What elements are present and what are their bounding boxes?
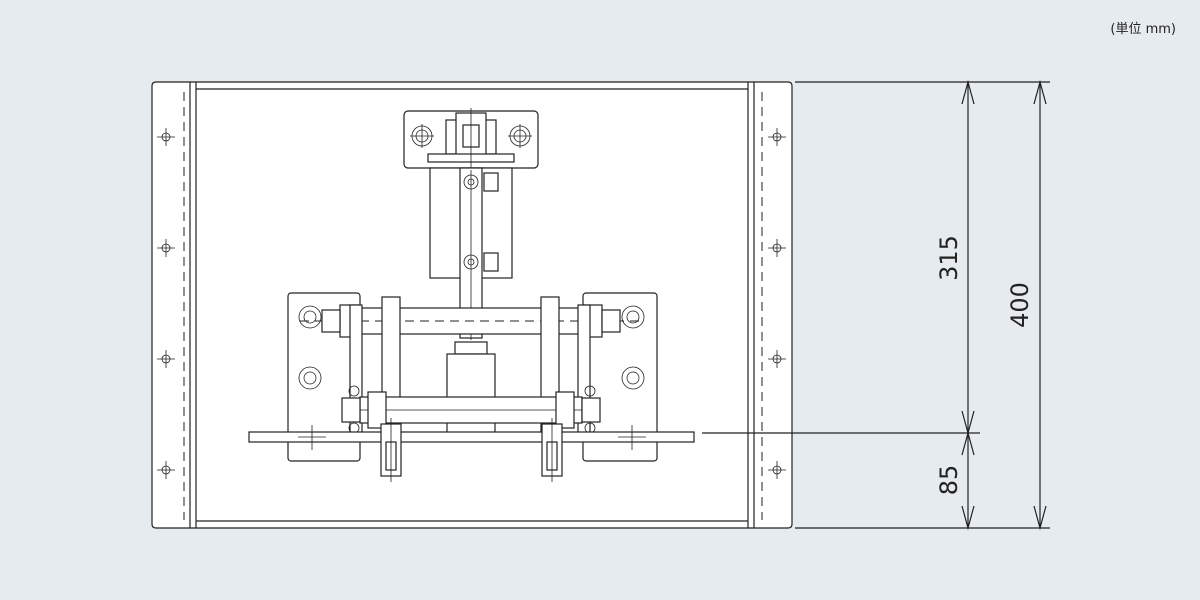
bolt — [380, 418, 402, 482]
base-bar — [248, 425, 695, 450]
mounting-hole — [157, 239, 175, 257]
mounting-holes — [157, 128, 786, 479]
mounting-hole — [157, 461, 175, 479]
lower-shaft — [341, 385, 601, 434]
dimension-upper-label: 315 — [935, 235, 963, 281]
mounting-hole — [157, 350, 175, 368]
nut — [508, 124, 532, 148]
rod-block — [446, 341, 496, 439]
bolt — [541, 418, 563, 482]
dimension-total-label: 400 — [1006, 282, 1034, 328]
air-fitting — [463, 252, 499, 272]
mounting-hole — [768, 461, 786, 479]
mounting-hole — [768, 128, 786, 146]
mounting-hole — [768, 350, 786, 368]
nut — [621, 366, 645, 390]
top-bracket — [403, 108, 539, 169]
dimension-lower-label: 85 — [935, 465, 963, 496]
unit-note: (単位 mm) — [1110, 22, 1176, 37]
mounting-hole — [768, 239, 786, 257]
nut — [298, 305, 322, 329]
nut — [298, 366, 322, 390]
mounting-hole — [157, 128, 175, 146]
dimension-lines — [795, 79, 1050, 531]
nut — [621, 305, 645, 329]
nut — [410, 124, 434, 148]
air-cylinder — [429, 167, 513, 340]
